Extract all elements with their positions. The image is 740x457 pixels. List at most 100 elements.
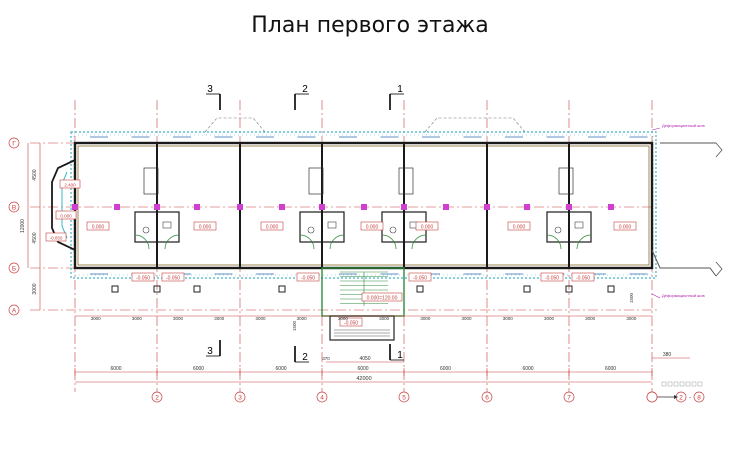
- stamp-cell-3: [679, 381, 685, 387]
- axis-bubble-А: [8, 304, 20, 316]
- callout-leader-0: [651, 127, 661, 131]
- corridor-level-box-3: [408, 272, 432, 282]
- dim-porch-width: 4050: [359, 356, 370, 362]
- room-level-1: 0.000: [199, 225, 212, 231]
- axis-label-bottom-5: 5: [402, 395, 406, 402]
- dim-row1-6: 3000: [338, 316, 349, 321]
- dim-right-side: 1500: [629, 292, 634, 303]
- dim-left-0: 4500: [32, 169, 38, 180]
- wc-0: [142, 226, 150, 234]
- dim-left-1: 12000: [20, 219, 26, 233]
- room-level-box-4: [415, 221, 439, 231]
- ref-dash: -: [689, 396, 691, 402]
- dim-row2-3: 6000: [357, 366, 368, 372]
- axis-label-А: А: [12, 308, 17, 315]
- axis-bubble-end: [646, 391, 658, 403]
- dim-row1-13: 3000: [626, 316, 637, 321]
- corridor-level-box-1: [161, 272, 185, 282]
- corridor-level-3: -0.050: [413, 276, 427, 282]
- annex-right: [651, 249, 717, 277]
- equipment-marker-2: [154, 204, 160, 210]
- bay-tag-0: 2.400: [64, 183, 76, 188]
- bath-door-0a: [134, 234, 150, 250]
- dim-row2-1: 6000: [193, 366, 204, 372]
- bath-door-3b: [576, 234, 592, 250]
- callout-0: Деформационный шов: [662, 123, 705, 128]
- equipment-marker-12: [566, 204, 572, 210]
- dim-porch-small: 370: [322, 356, 330, 361]
- room-level-box-3: [360, 221, 384, 231]
- axis-label-Г: Г: [12, 141, 16, 148]
- room-level-box-0: [86, 221, 110, 231]
- callout-1: Деформационный шов: [662, 293, 705, 298]
- equipment-marker-10: [484, 204, 490, 210]
- equipment-marker-9: [443, 204, 449, 210]
- stamp-cell-2: [673, 381, 679, 387]
- corridor-level-0: -0.050: [136, 276, 150, 282]
- bay-tag-box-2: [45, 232, 67, 242]
- kitchen-2: [398, 167, 414, 195]
- dim-row1-5: 3000: [297, 316, 308, 321]
- equipment-marker-0: [72, 204, 78, 210]
- insulation-outline: [70, 131, 657, 279]
- dim-row2-5: 6000: [522, 366, 533, 372]
- room-level-6: 0.000: [619, 225, 632, 231]
- pillar-2: [193, 285, 201, 293]
- room-level-3: 0.000: [366, 225, 379, 231]
- stair-level-box: [361, 292, 403, 302]
- stamp-cell-4: [685, 381, 691, 387]
- bath-door-2b: [411, 234, 427, 250]
- stamp-cell-5: [691, 381, 697, 387]
- room-level-4: 0.000: [421, 225, 434, 231]
- bath-door-1b: [329, 234, 345, 250]
- ref-label-b: 8: [697, 395, 701, 402]
- wc-1: [307, 226, 315, 234]
- bath-door-3a: [546, 234, 562, 250]
- dim-row2-4: 6000: [440, 366, 451, 372]
- sink-3: [574, 221, 584, 229]
- axis-label-bottom-4: 4: [320, 395, 324, 402]
- corridor-level-4: -0.050: [545, 276, 559, 282]
- staircase: 0.000=120.00-0.050: [321, 267, 405, 341]
- section-top-1: 1: [397, 84, 403, 95]
- walls: [51, 136, 723, 277]
- ref-arrow-head: [674, 395, 678, 399]
- axis-bubble-bottom-5: [398, 391, 410, 403]
- room-level-box-6: [613, 221, 637, 231]
- equipment-marker-1: [114, 204, 120, 210]
- axis-labels: ГВБА2345678: [8, 137, 658, 403]
- bath-door-0b: [164, 234, 180, 250]
- corridor-level-5: -0.050: [576, 276, 590, 282]
- dim-row1-7: 3000: [379, 316, 390, 321]
- pillar-6: [565, 285, 573, 293]
- dim-row1-4: 3000: [255, 316, 266, 321]
- axis-label-bottom-2: 2: [155, 395, 159, 402]
- axis-bubble-bottom-2: [151, 391, 163, 403]
- dim-left-2: 4500: [32, 232, 38, 243]
- axis-label-Б: Б: [12, 266, 16, 273]
- equipment-marker-11: [524, 204, 530, 210]
- bay-tag-box-1: [55, 210, 77, 220]
- dim-row1-1: 3000: [132, 316, 143, 321]
- axis-bubble-bottom-4: [316, 391, 328, 403]
- room-level-2: 0.000: [266, 225, 279, 231]
- pillar-7: [607, 285, 615, 293]
- section-top-3: 3: [207, 84, 213, 95]
- ref-bubble-b: [693, 391, 705, 403]
- bath-door-1a: [299, 234, 315, 250]
- sink-1: [327, 221, 337, 229]
- dim-row2-6: 6000: [605, 366, 616, 372]
- room-level-box-1: [193, 221, 217, 231]
- corridor-level-1: -0.050: [166, 276, 180, 282]
- dim-row1-0: 3000: [91, 316, 102, 321]
- equipment-marker-4: [237, 204, 243, 210]
- dim-row1-12: 3000: [585, 316, 596, 321]
- dimension-lines: 4500 12000 4500 3000 3000 3000 3000 3000 3000 300…: [20, 143, 690, 383]
- bath-door-2a: [381, 234, 397, 250]
- equipment-marker-7: [361, 204, 367, 210]
- sink-0: [162, 221, 172, 229]
- axis-bubble-bottom-6: [481, 391, 493, 403]
